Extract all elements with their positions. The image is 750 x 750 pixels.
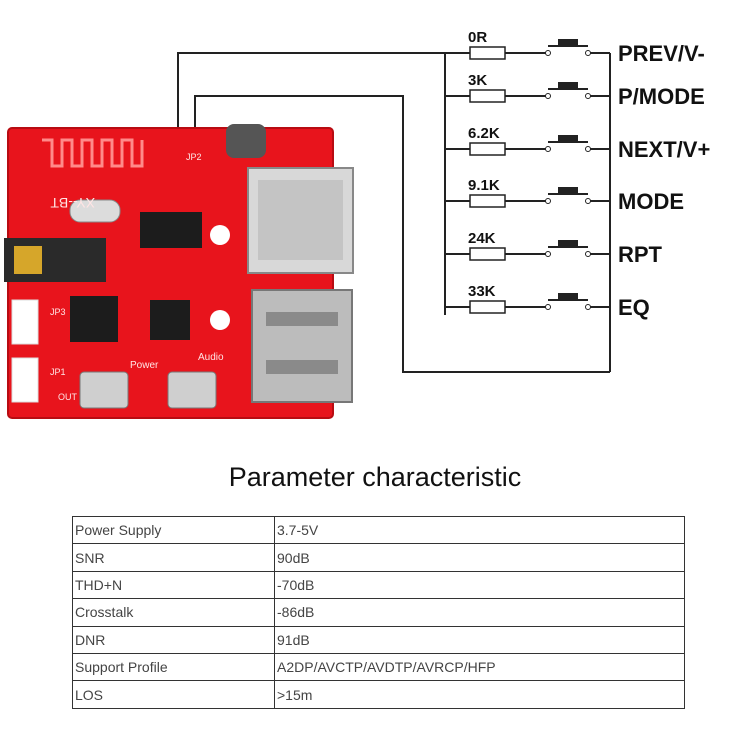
param-name: LOS xyxy=(72,680,275,709)
wire-1 xyxy=(177,52,445,132)
param-value: 90dB xyxy=(274,543,685,572)
switch-contact xyxy=(545,304,551,310)
resistor-label: 6.2K xyxy=(468,125,500,142)
board-label-jp3: JP3 xyxy=(50,307,66,317)
button-row: 6.2K NEXT/V+ xyxy=(445,125,710,162)
board-model: XY--BT xyxy=(50,195,95,211)
resistor-label: 33K xyxy=(468,283,496,300)
switch-contact xyxy=(585,93,591,99)
resistor-label: 9.1K xyxy=(468,177,500,194)
resistor xyxy=(469,89,506,103)
table-row: LOS>15m xyxy=(72,680,685,709)
button-label: MODE xyxy=(618,189,684,214)
switch-contact xyxy=(585,50,591,56)
switch-cap xyxy=(558,39,578,46)
resistor-label: 3K xyxy=(468,72,487,89)
board-label-out: OUT xyxy=(58,392,78,402)
switch-cap xyxy=(558,187,578,194)
resistor-label: 24K xyxy=(468,230,496,247)
param-name: Power Supply xyxy=(72,515,275,545)
switch-contact xyxy=(545,251,551,257)
param-name: DNR xyxy=(72,625,275,654)
switch-cap xyxy=(558,293,578,300)
board-label-audio: Audio xyxy=(198,352,224,363)
switch-cap xyxy=(558,240,578,247)
switch-contact xyxy=(545,198,551,204)
param-value: -86dB xyxy=(274,598,685,627)
switch-cap xyxy=(558,135,578,142)
button-label: P/MODE xyxy=(618,84,705,109)
param-value: A2DP/AVCTP/AVDTP/AVRCP/HFP xyxy=(274,652,685,682)
resistor xyxy=(469,247,506,261)
button-row: 24K RPT xyxy=(445,230,663,267)
params-title: Parameter characteristic xyxy=(228,462,522,492)
table-row: THD+N-70dB xyxy=(72,570,685,600)
button-row: 9.1K MODE xyxy=(445,177,684,214)
button-label: PREV/V- xyxy=(618,41,705,66)
switch-contact xyxy=(545,93,551,99)
resistor xyxy=(469,46,506,60)
button-row: 3K P/MODE xyxy=(445,72,705,109)
button-label: EQ xyxy=(618,295,650,320)
circuit-diagram: 0R PREV/V- 3K P/MODE 6.2K NEXT/V+ 9.1K MODE 24K R… xyxy=(4,29,710,419)
button-label: NEXT/V+ xyxy=(618,137,710,162)
param-name: Crosstalk xyxy=(72,598,275,627)
switch-contact xyxy=(585,304,591,310)
param-name: THD+N xyxy=(72,570,275,600)
resistor xyxy=(469,194,506,208)
switch-cap xyxy=(558,82,578,89)
param-value: -70dB xyxy=(274,570,685,600)
table-row: Crosstalk-86dB xyxy=(72,598,685,627)
switch-contact xyxy=(545,146,551,152)
button-label: RPT xyxy=(618,242,663,267)
param-value: 91dB xyxy=(274,625,685,654)
board-label-jp2: JP2 xyxy=(186,152,202,162)
param-name: SNR xyxy=(72,543,275,572)
resistor-label: 0R xyxy=(468,29,487,46)
button-rows: 0R PREV/V- 3K P/MODE 6.2K NEXT/V+ 9.1K MODE 24K R… xyxy=(445,29,710,320)
board-label-jp1: JP1 xyxy=(50,367,66,377)
wire-2 xyxy=(194,95,610,373)
switch-contact xyxy=(585,251,591,257)
board-label-power: Power xyxy=(130,360,159,371)
switch-contact xyxy=(585,198,591,204)
button-row: 0R PREV/V- xyxy=(445,29,705,66)
button-row: 33K EQ xyxy=(445,283,650,320)
switch-contact xyxy=(545,50,551,56)
pcb-board: XY--BT JP2 JP3 JP1 Power Audio OUT xyxy=(4,124,354,419)
param-name: Support Profile xyxy=(72,652,275,682)
switch-contact xyxy=(585,146,591,152)
param-value: >15m xyxy=(274,680,685,709)
resistor xyxy=(469,142,506,156)
param-value: 3.7-5V xyxy=(274,515,685,545)
resistor xyxy=(469,300,506,314)
